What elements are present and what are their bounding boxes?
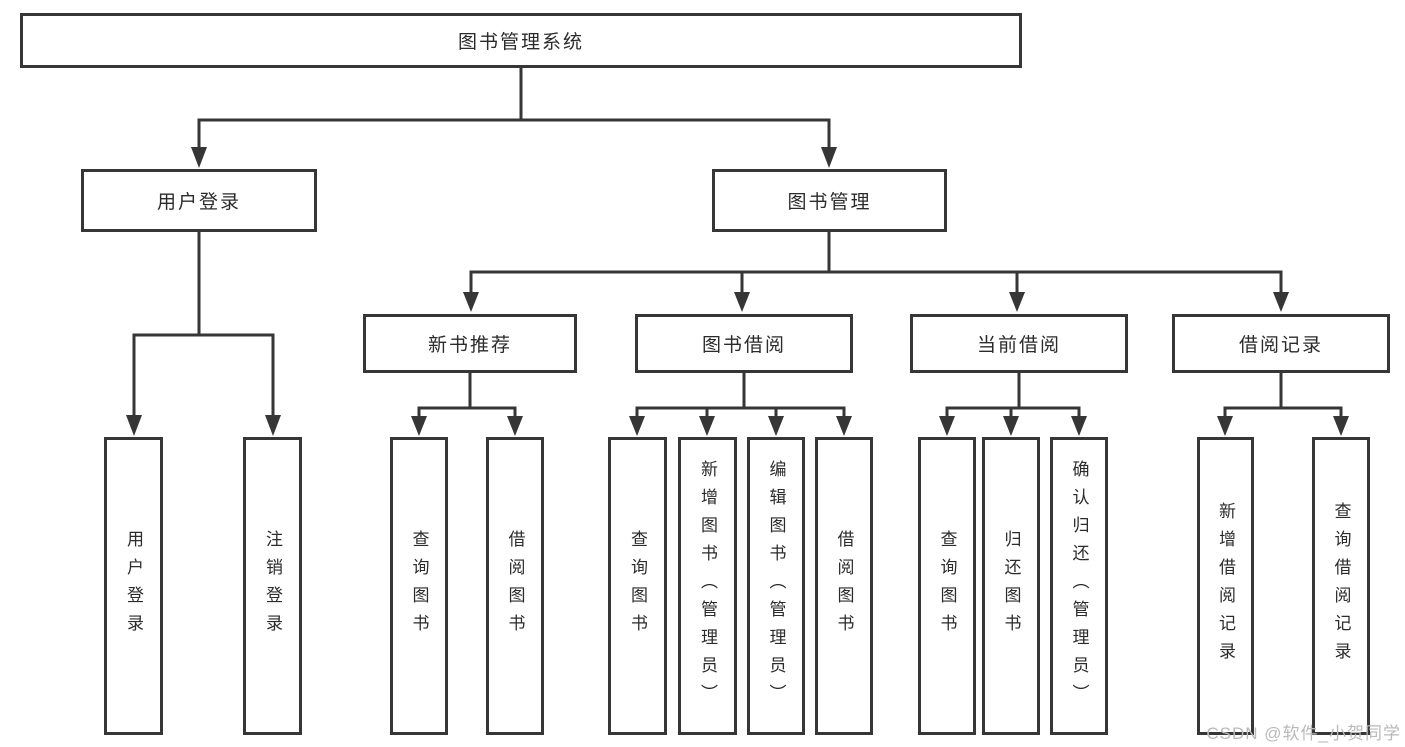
node-label: 借阅图书 bbox=[505, 530, 525, 642]
node-label: 查询图书 bbox=[937, 530, 957, 642]
node-label: 当前借阅 bbox=[976, 335, 1061, 356]
node-label: 归还图书 bbox=[1001, 530, 1021, 642]
node-leaf-return-books: 归还图书 bbox=[982, 437, 1040, 735]
node-label: 新增借阅记录 bbox=[1216, 502, 1235, 670]
node-label: 查询图书 bbox=[409, 530, 429, 642]
node-label: 查询图书 bbox=[628, 530, 647, 642]
node-leaf-user-login: 用户登录 bbox=[104, 437, 163, 735]
node-leaf-confirm-return-admin: 确认归还（管理员） bbox=[1050, 437, 1108, 735]
node-user-login: 用户登录 bbox=[81, 169, 317, 232]
node-leaf-logout: 注销登录 bbox=[243, 437, 302, 735]
node-leaf-query-books-current: 查询图书 bbox=[918, 437, 976, 735]
node-leaf-query-borrow-record: 查询借阅记录 bbox=[1312, 437, 1370, 735]
node-borrow-records: 借阅记录 bbox=[1172, 314, 1390, 373]
node-label: 新书推荐 bbox=[427, 335, 512, 356]
node-new-book-recommend: 新书推荐 bbox=[363, 314, 577, 373]
node-leaf-borrow-books: 借阅图书 bbox=[815, 437, 873, 735]
node-book-management: 图书管理 bbox=[712, 169, 947, 232]
node-label: 用户登录 bbox=[124, 530, 143, 642]
node-leaf-query-books-recommend: 查询图书 bbox=[390, 437, 448, 735]
node-leaf-add-books-admin: 新增图书（管理员） bbox=[678, 437, 737, 735]
node-current-borrow: 当前借阅 bbox=[910, 314, 1128, 373]
node-label: 查询借阅记录 bbox=[1331, 502, 1351, 670]
node-label: 借阅记录 bbox=[1238, 335, 1323, 356]
node-label: 图书管理 bbox=[787, 192, 872, 213]
node-label: 编辑图书（管理员） bbox=[766, 460, 786, 712]
node-label: 图书借阅 bbox=[701, 335, 786, 356]
node-label: 借阅图书 bbox=[834, 530, 854, 642]
node-label: 确认归还（管理员） bbox=[1069, 460, 1089, 712]
node-leaf-query-books-borrow: 查询图书 bbox=[608, 437, 667, 735]
node-label: 新增图书（管理员） bbox=[698, 460, 717, 712]
node-label: 图书管理系统 bbox=[457, 32, 584, 53]
node-leaf-borrow-books-recommend: 借阅图书 bbox=[486, 437, 544, 735]
node-leaf-edit-books-admin: 编辑图书（管理员） bbox=[747, 437, 805, 735]
node-leaf-add-borrow-record: 新增借阅记录 bbox=[1197, 437, 1254, 735]
node-label: 注销登录 bbox=[263, 530, 282, 642]
node-root-library-system: 图书管理系统 bbox=[20, 13, 1022, 68]
node-label: 用户登录 bbox=[156, 192, 241, 213]
node-book-borrow: 图书借阅 bbox=[635, 314, 853, 373]
